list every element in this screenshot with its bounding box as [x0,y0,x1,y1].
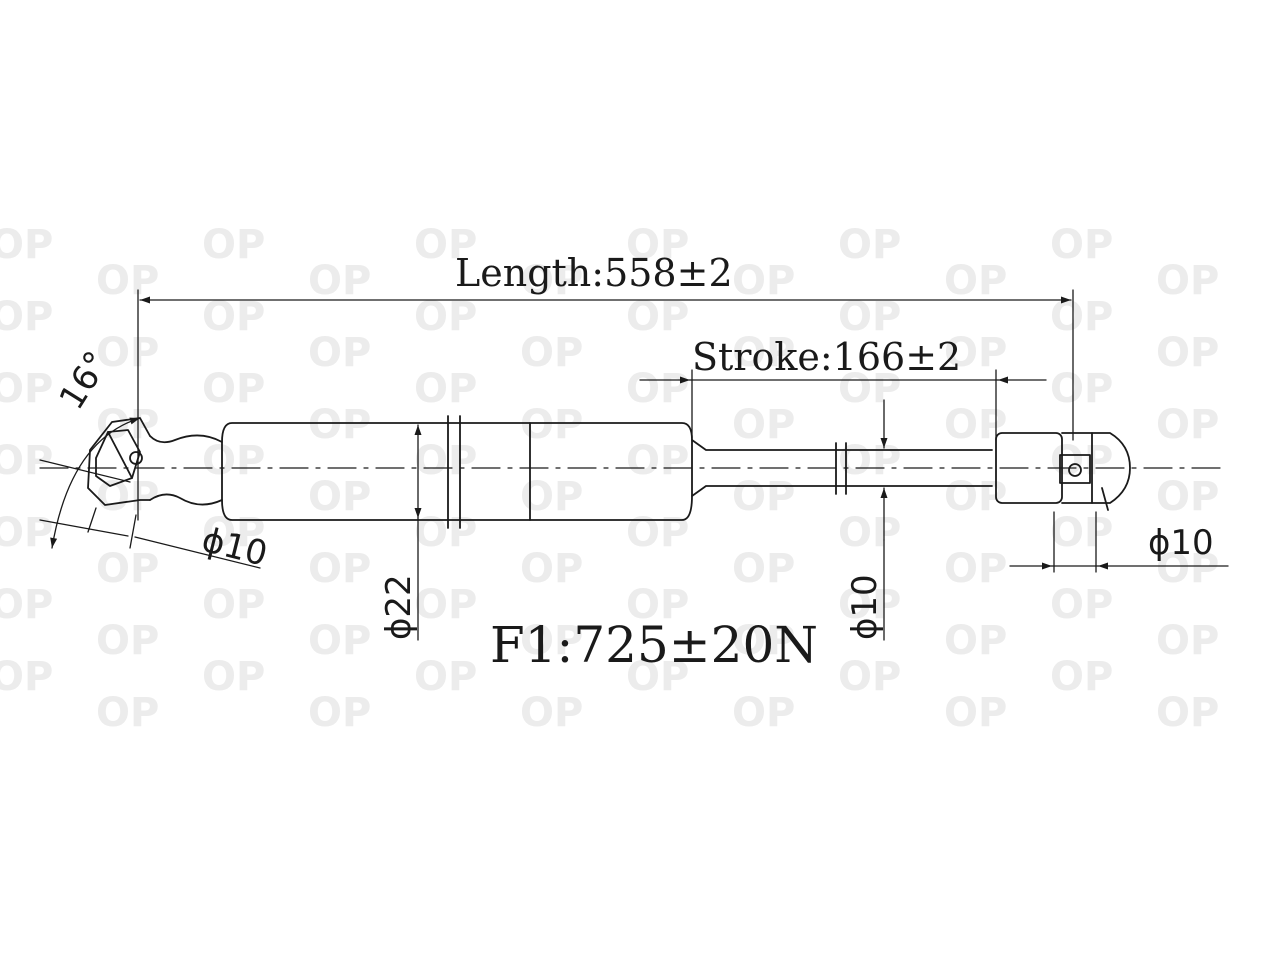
watermark-op: OP [732,330,795,376]
watermark-op: OP [732,474,795,520]
watermark-op: OP [732,258,795,304]
watermark-op: OP [308,690,371,736]
watermark-op: OP [626,654,689,700]
watermark-op: OP [414,366,477,412]
watermark-op: OP [944,258,1007,304]
watermark-op: OP [944,690,1007,736]
watermark-op: OP [0,222,53,268]
watermark-op: OP [520,546,583,592]
watermark-op: OP [414,582,477,628]
watermark-op: OP [0,366,53,412]
watermark-op: OP [308,546,371,592]
watermark-op: OP [732,618,795,664]
watermark-op: OP [626,582,689,628]
watermark-op: OP [1156,330,1219,376]
watermark-op: OP [96,690,159,736]
watermark-op: OP [944,618,1007,664]
watermark-op: OP [96,330,159,376]
watermark-op: OP [626,510,689,556]
right-end-fitting [995,432,1131,511]
watermark-op: OP [626,294,689,340]
watermark-op: OP [732,546,795,592]
watermark-op: OP [308,402,371,448]
watermark-op: OP [202,222,265,268]
watermark-op: OP [1050,222,1113,268]
watermark-op: OP [732,402,795,448]
watermark-op: OP [1156,474,1219,520]
watermark-op: OP [520,690,583,736]
watermark-op: OP [0,294,53,340]
length-label: Length:558±2 [455,251,733,295]
watermark-op: OP [414,294,477,340]
watermark-op: OP [520,330,583,376]
watermark-op: OP [626,438,689,484]
watermark-op: OP [202,582,265,628]
watermark-op: OP [1156,690,1219,736]
stroke-dimension [639,369,1047,441]
watermark-op: OP [1156,258,1219,304]
watermark-op: OP [1156,546,1219,592]
watermark-op: OP [202,438,265,484]
watermark-op: OP [308,474,371,520]
watermark-op: OP [838,294,901,340]
right-eye-dimension [1009,511,1229,573]
watermark-op: OP [0,654,53,700]
watermark-op: OP [414,438,477,484]
watermark-op: OP [0,510,53,556]
watermark-op: OP [414,654,477,700]
watermark-op: OP [838,510,901,556]
watermark-op: OP [96,258,159,304]
watermark-op: OP [308,330,371,376]
watermark-op: OP [944,474,1007,520]
watermark-op: OP [1050,582,1113,628]
right-eye-label: ϕ10 [1148,523,1214,563]
force-label: F1:725±20N [490,616,818,674]
watermark-op: OP [96,402,159,448]
watermark-op: OP [308,618,371,664]
watermark-op: OP [202,294,265,340]
watermark-op: OP [1050,510,1113,556]
watermark: OP OP OP OP OP OP OP OP OP OP OP OP OP OP OP OP OP OP OP OP… [0,222,1219,736]
watermark-op: OP [414,222,477,268]
watermark-op: OP [1050,366,1113,412]
watermark-op: OP [838,582,901,628]
watermark-op: OP [838,438,901,484]
watermark-op: OP [1050,654,1113,700]
watermark-op: OP [944,330,1007,376]
watermark-op: OP [626,366,689,412]
watermark-op: OP [520,258,583,304]
watermark-op: OP [838,366,901,412]
rod-diameter-label: ϕ10 [845,574,885,640]
watermark-op: OP [1156,402,1219,448]
watermark-op: OP [96,546,159,592]
watermark-op: OP [96,618,159,664]
body-diameter-label: ϕ22 [379,574,419,640]
watermark-op: OP [520,618,583,664]
cylinder-body [221,415,693,529]
watermark-op: OP [0,582,53,628]
piston-rod [691,439,993,497]
watermark-op: OP [626,222,689,268]
watermark-op: OP [838,654,901,700]
watermark-op: OP [944,546,1007,592]
watermark-op: OP [1156,618,1219,664]
left-eye-dimension [39,417,261,569]
watermark-op: OP [838,222,901,268]
watermark-op: OP [414,510,477,556]
watermark-op: OP [1050,294,1113,340]
watermark-op: OP [202,654,265,700]
stroke-label: Stroke:166±2 [692,335,961,379]
watermark-op: OP [308,258,371,304]
watermark-op: OP [202,366,265,412]
watermark-op: OP [202,510,265,556]
watermark-op: OP [944,402,1007,448]
watermark-op: OP [732,690,795,736]
